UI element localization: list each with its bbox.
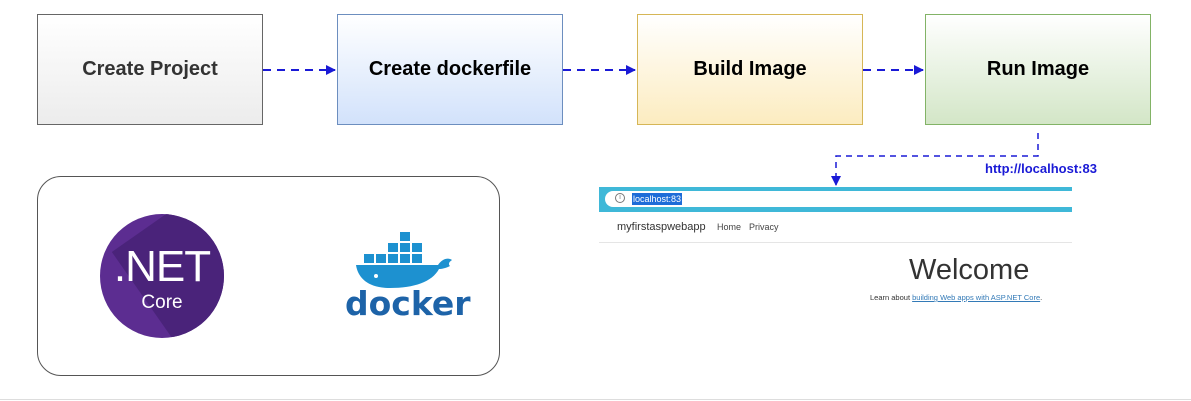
browser-screenshot: i localhost:83 myfirstaspwebapp Home Pri…: [599, 187, 1072, 317]
nav-home[interactable]: Home: [717, 222, 742, 232]
url-label: http://localhost:83: [985, 161, 1097, 176]
address-text: localhost:83: [632, 193, 683, 205]
step-label: Create Project: [82, 58, 218, 80]
step-label: Run Image: [986, 58, 1090, 80]
arrow-run-to-browser: [831, 133, 1039, 186]
welcome-heading: Welcome: [909, 254, 1030, 286]
site-brand[interactable]: myfirstaspwebapp: [617, 221, 706, 233]
step-label: Create dockerfile: [368, 58, 532, 80]
step-create-dockerfile: Create dockerfile: [337, 14, 563, 125]
learn-link[interactable]: building Web apps with ASP.NET Core: [912, 293, 1041, 302]
dotnet-logo-title: .NET: [113, 242, 211, 291]
docker-whale-icon: [356, 232, 452, 288]
step-label: Build Image: [693, 58, 807, 80]
docker-logo-text: docker: [345, 284, 471, 323]
step-run-image: Run Image: [925, 14, 1151, 125]
nav-divider: [599, 242, 1072, 243]
learn-text: Learn about building Web apps with ASP.N…: [870, 293, 1043, 302]
step-create-project: Create Project: [37, 14, 263, 125]
dotnet-logo-subtitle: Core: [141, 292, 183, 313]
step-build-image: Build Image: [637, 14, 863, 125]
info-icon: i: [615, 193, 625, 203]
dotnet-core-logo: .NET Core: [100, 214, 224, 338]
bottom-divider: [0, 399, 1191, 400]
nav-privacy[interactable]: Privacy: [749, 222, 779, 232]
address-bar[interactable]: [605, 191, 1072, 207]
